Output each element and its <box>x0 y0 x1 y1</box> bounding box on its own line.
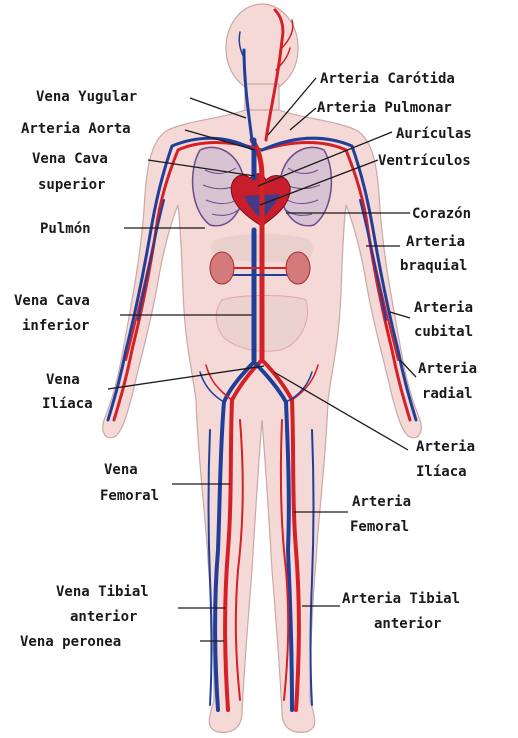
label-arteria-radial-2: radial <box>422 386 473 402</box>
label-arteria-cubital-2: cubital <box>414 324 473 340</box>
label-vena-cava-superior-2: superior <box>38 177 105 193</box>
label-arteria-tibial-2: anterior <box>374 616 441 632</box>
label-vena-tibial-1: Vena Tibial <box>56 584 149 600</box>
label-pulmon: Pulmón <box>40 221 91 237</box>
label-arteria-braquial-1: Arteria <box>406 234 465 250</box>
label-vena-iliaca-2: Ilíaca <box>42 396 93 412</box>
label-vena-tibial-2: anterior <box>70 609 137 625</box>
label-arteria-tibial-1: Arteria Tibial <box>342 591 460 607</box>
label-vena-cava-superior-1: Vena Cava <box>32 151 108 167</box>
label-arteria-braquial-2: braquial <box>400 258 467 274</box>
label-arteria-aorta: Arteria Aorta <box>21 121 131 137</box>
label-arteria-pulmonar: Arteria Pulmonar <box>317 100 452 116</box>
label-vena-cava-inferior-1: Vena Cava <box>14 293 90 309</box>
label-arteria-femoral-2: Femoral <box>350 519 409 535</box>
label-vena-yugular: Vena Yugular <box>36 89 137 105</box>
label-arteria-carotida: Arteria Carótida <box>320 71 455 87</box>
label-arteria-radial-1: Arteria <box>418 361 477 377</box>
label-vena-peronea: Vena peronea <box>20 634 121 650</box>
label-ventriculos: Ventrículos <box>378 153 471 169</box>
label-vena-cava-inferior-2: inferior <box>22 318 89 334</box>
label-vena-iliaca-1: Vena <box>46 372 80 388</box>
label-arteria-iliaca-1: Arteria <box>416 439 475 455</box>
label-auriculas: Aurículas <box>396 126 472 142</box>
label-arteria-iliaca-2: Ilíaca <box>416 464 467 480</box>
label-vena-femoral-1: Vena <box>104 462 138 478</box>
label-arteria-cubital-1: Arteria <box>414 300 473 316</box>
head <box>226 4 298 92</box>
label-vena-femoral-2: Femoral <box>100 488 159 504</box>
label-corazon: Corazón <box>412 206 471 222</box>
right-kidney <box>286 252 310 284</box>
left-kidney <box>210 252 234 284</box>
label-arteria-femoral-1: Arteria <box>352 494 411 510</box>
